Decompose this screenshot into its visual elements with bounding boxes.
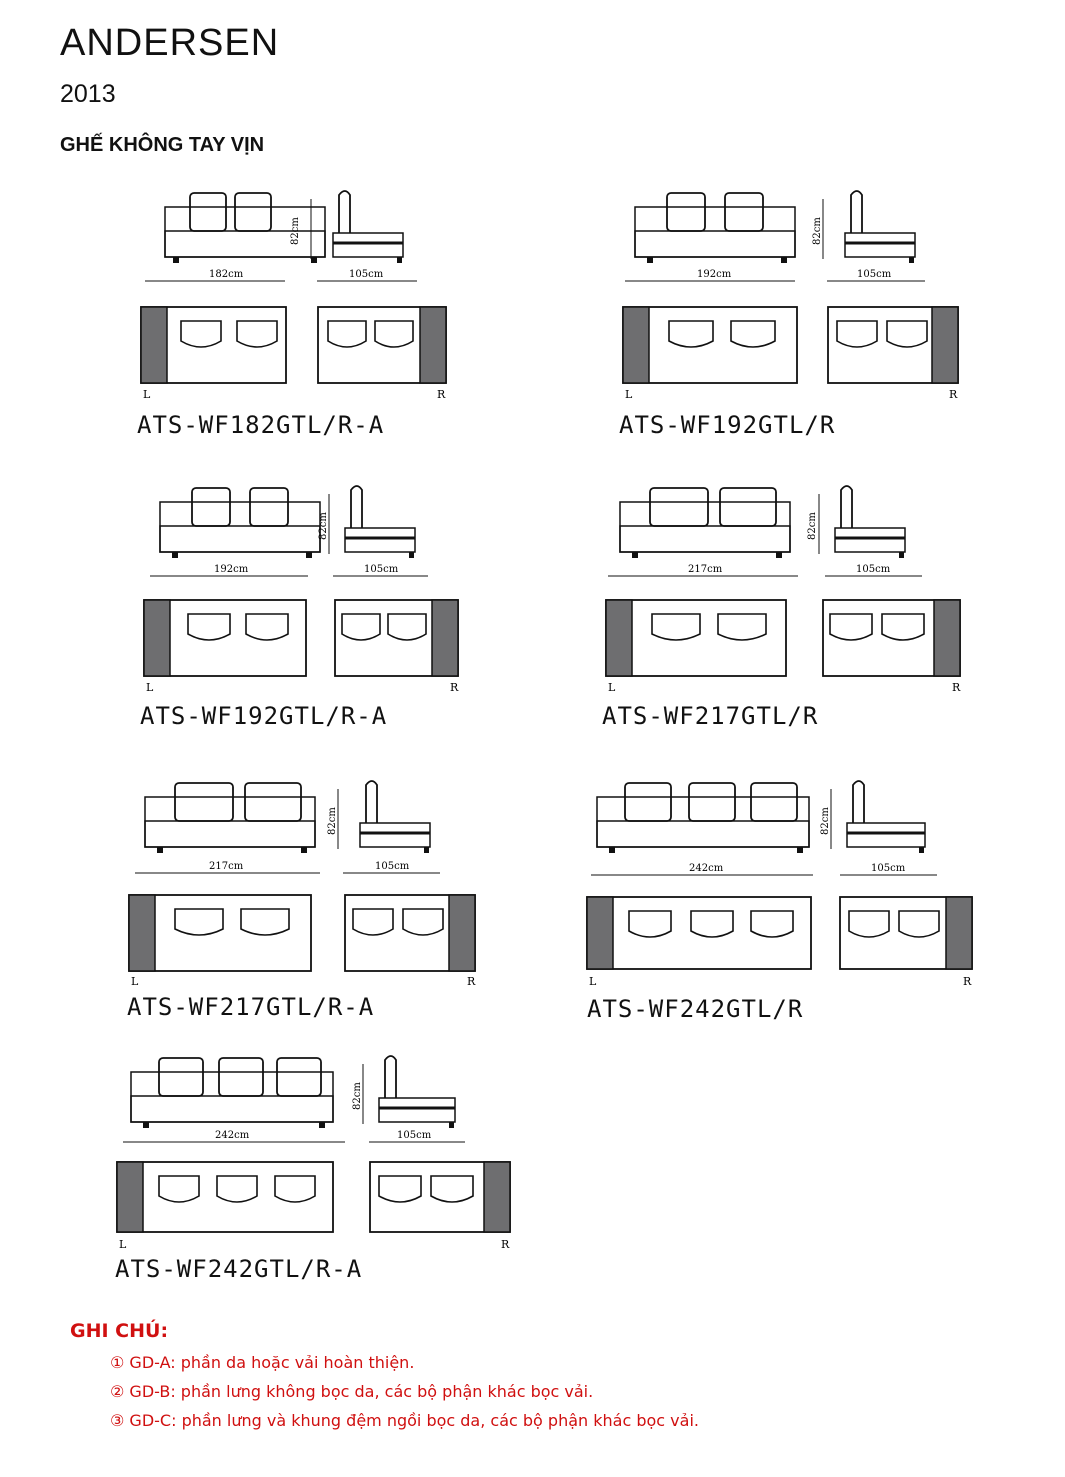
- right-marker: R: [467, 975, 476, 988]
- module-3-drawing: 82cm 192cm 105cm L R: [143, 485, 459, 694]
- model-code: ATS-WF192GTL/R-A: [140, 702, 388, 730]
- depth-label: 105cm: [871, 863, 906, 874]
- right-marker: R: [501, 1238, 510, 1251]
- width-label: 242cm: [215, 1130, 250, 1141]
- left-marker: L: [143, 388, 151, 401]
- height-label: 82cm: [318, 512, 329, 540]
- module-3: 82cm 192cm 105cm L R ATS-WF192GTL/R-A: [140, 480, 500, 730]
- section-title: GHẾ KHÔNG TAY VỊN: [60, 134, 265, 156]
- right-marker: R: [437, 388, 446, 401]
- depth-label: 105cm: [397, 1130, 432, 1141]
- right-marker: R: [949, 388, 958, 401]
- model-code: ATS-WF182GTL/R-A: [137, 411, 385, 439]
- left-marker: L: [146, 681, 154, 694]
- width-label: 217cm: [688, 564, 723, 575]
- year-label: 2013: [60, 80, 116, 108]
- model-code: ATS-WF242GTL/R: [587, 995, 804, 1023]
- left-marker: L: [131, 975, 139, 988]
- module-6-drawing: 82cm 242cm 105cm L R: [586, 780, 973, 988]
- model-code: ATS-WF217GTL/R-A: [127, 993, 375, 1021]
- side-view: [332, 190, 404, 263]
- note-line-3: ③ GD-C: phần lưng và khung đệm ngồi bọc …: [110, 1411, 699, 1430]
- brand-title: ANDERSEN: [60, 22, 280, 64]
- module-5-drawing: 82cm 217cm 105cm L R: [128, 780, 476, 988]
- note-line-2: ② GD-B: phần lưng không bọc da, các bộ p…: [110, 1382, 594, 1401]
- width-label: 182cm: [209, 269, 244, 280]
- right-marker: R: [952, 681, 961, 694]
- module-1: 82cm 182cm 105cm L R ATS-WF182GTL/R-A: [135, 185, 495, 439]
- plan-left: [140, 306, 287, 384]
- left-marker: L: [589, 975, 597, 988]
- module-4: 82cm 217cm 105cm L R ATS-WF217GTL/R: [600, 480, 961, 730]
- width-label: 217cm: [209, 861, 244, 872]
- width-label: 192cm: [697, 269, 732, 280]
- depth-label: 105cm: [856, 564, 891, 575]
- depth-label: 105cm: [857, 269, 892, 280]
- right-marker: R: [450, 681, 459, 694]
- module-6: 82cm 242cm 105cm L R ATS-WF242GTL/R: [585, 775, 973, 1023]
- model-code: ATS-WF242GTL/R-A: [115, 1255, 363, 1283]
- front-view: [164, 192, 326, 263]
- height-label: 82cm: [812, 217, 823, 245]
- model-code: ATS-WF192GTL/R: [619, 411, 836, 439]
- notes-section: GHI CHÚ: ① GD-A: phần da hoặc vải hoàn t…: [70, 1320, 699, 1435]
- width-label: 192cm: [214, 564, 249, 575]
- left-marker: L: [119, 1238, 127, 1251]
- depth-label: 105cm: [375, 861, 410, 872]
- height-label: 82cm: [807, 512, 818, 540]
- right-marker: R: [963, 975, 972, 988]
- left-marker: L: [608, 681, 616, 694]
- height-label: 82cm: [352, 1082, 363, 1110]
- module-4-drawing: 82cm 217cm 105cm L R: [605, 485, 961, 694]
- module-7: 82cm 242cm 105cm L R ATS-WF242GTL/R-A: [113, 1050, 511, 1283]
- height-label: 82cm: [327, 807, 338, 835]
- module-5: 82cm 217cm 105cm L R ATS-WF217GTL/R-A: [125, 775, 485, 1021]
- model-code: ATS-WF217GTL/R: [602, 702, 819, 730]
- module-7-drawing: 82cm 242cm 105cm L R: [116, 1055, 511, 1251]
- depth-label: 105cm: [349, 269, 384, 280]
- depth-label: 105cm: [364, 564, 399, 575]
- left-marker: L: [625, 388, 633, 401]
- height-label: 82cm: [820, 807, 831, 835]
- width-label: 242cm: [689, 863, 724, 874]
- module-2-drawing: 82cm 192cm 105cm L R: [622, 190, 959, 401]
- notes-title: GHI CHÚ:: [70, 1320, 169, 1342]
- height-label: 82cm: [290, 217, 301, 245]
- module-2: 82cm 192cm 105cm L R ATS-WF192GTL/R: [615, 185, 975, 439]
- note-line-1: ① GD-A: phần da hoặc vải hoàn thiện.: [110, 1353, 415, 1372]
- module-1-drawing: 82cm 182cm 105cm L R: [140, 190, 447, 401]
- plan-right: [317, 306, 447, 384]
